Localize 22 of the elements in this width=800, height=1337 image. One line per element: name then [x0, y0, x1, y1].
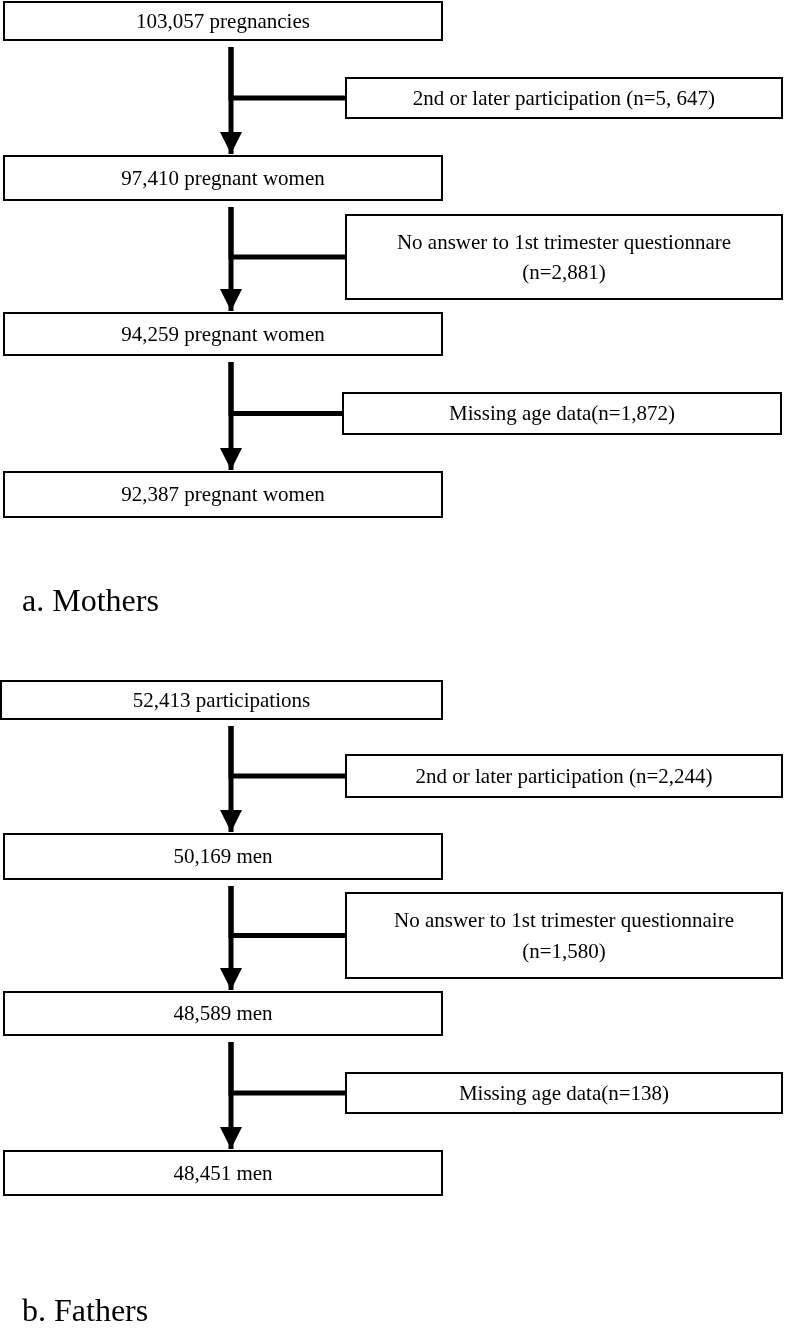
process-box: 48,451 men [3, 1150, 443, 1196]
connector-line [228, 207, 345, 260]
connector-line [228, 1042, 345, 1096]
connector-line [228, 362, 342, 416]
connector-line [228, 47, 345, 101]
panel-label: b. Fathers [22, 1292, 149, 1329]
process-box: 92,387 pregnant women [3, 471, 443, 518]
connector-line [228, 726, 345, 779]
process-box: Missing age data(n=138) [345, 1072, 783, 1114]
process-box: 48,589 men [3, 991, 443, 1036]
process-box: 2nd or later participation (n=2,244) [345, 754, 783, 798]
process-box: Missing age data(n=1,872) [342, 392, 782, 435]
connector-line [228, 886, 345, 938]
process-box: 2nd or later participation (n=5, 647) [345, 77, 783, 119]
process-box: 97,410 pregnant women [3, 155, 443, 201]
process-box: 94,259 pregnant women [3, 312, 443, 356]
process-box: No answer to 1st trimester questionnare (n=2,881) [345, 214, 783, 300]
process-box: No answer to 1st trimester questionnaire (n=1,580) [345, 892, 783, 979]
process-box: 103,057 pregnancies [3, 1, 443, 41]
process-box: 52,413 participations [0, 680, 443, 720]
panel-label: a. Mothers [22, 582, 159, 619]
process-box: 50,169 men [3, 833, 443, 880]
